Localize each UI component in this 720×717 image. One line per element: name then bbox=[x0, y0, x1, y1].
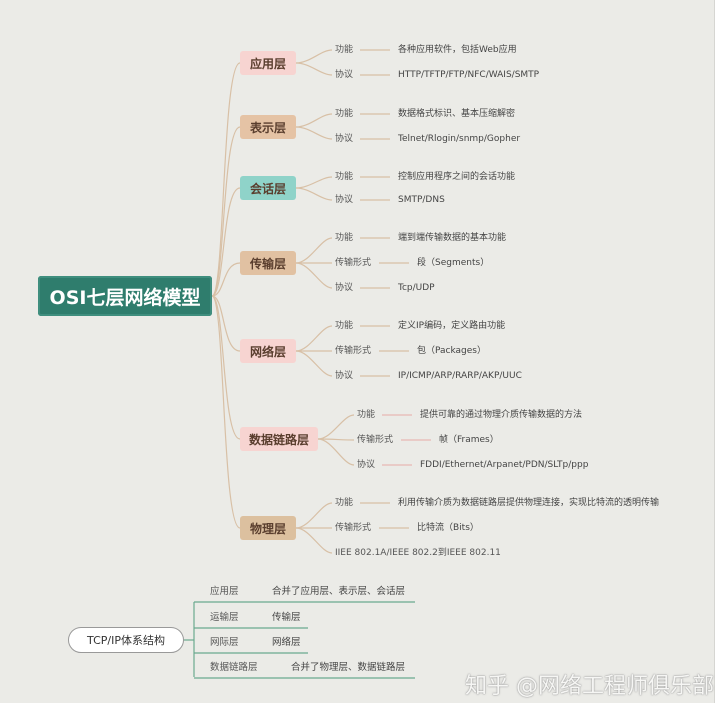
layer-to-item-line bbox=[295, 325, 333, 352]
item-label: 功能 bbox=[335, 498, 354, 508]
layer-node[interactable]: 会话层 bbox=[240, 176, 296, 200]
root-node-osi-model[interactable]: OSI七层网络模型 bbox=[38, 276, 212, 316]
layer-to-item-line bbox=[295, 350, 333, 377]
layer-to-item-line bbox=[317, 414, 355, 440]
item-label: 协议 bbox=[335, 134, 354, 144]
layer-to-item-line bbox=[295, 187, 333, 201]
item-label: 协议 bbox=[335, 70, 354, 80]
tcpip-item-label: 网际层 bbox=[210, 637, 239, 648]
tcpip-item-value: 合并了应用层、表示层、会话层 bbox=[272, 586, 406, 597]
item-value: 定义IP编码，定义路由功能 bbox=[398, 321, 506, 331]
root-to-layer-line bbox=[211, 295, 241, 440]
root-to-layer-line bbox=[211, 295, 241, 529]
layer-to-item-line bbox=[295, 502, 333, 529]
tcpip-node[interactable]: TCP/IP体系结构 bbox=[68, 627, 184, 653]
item-label: IIEE 802.1A/IEEE 802.2到IEEE 802.11 bbox=[335, 548, 501, 558]
layer-to-item-line bbox=[295, 262, 333, 289]
item-value: 帧（Frames） bbox=[439, 435, 499, 445]
tcpip-item-value: 网络层 bbox=[272, 637, 301, 648]
item-label: 协议 bbox=[335, 283, 354, 293]
root-to-layer-line bbox=[211, 187, 241, 297]
item-value: 包（Packages） bbox=[417, 346, 486, 356]
item-label: 功能 bbox=[335, 321, 354, 331]
item-label: 功能 bbox=[335, 45, 354, 55]
item-value: IP/ICMP/ARP/RARP/AKP/UUC bbox=[398, 371, 522, 381]
layer-to-item-line bbox=[295, 49, 333, 64]
layer-node[interactable]: 数据链路层 bbox=[240, 427, 318, 451]
root-to-layer-line bbox=[211, 62, 241, 297]
item-label: 传输形式 bbox=[335, 346, 372, 356]
item-label: 传输形式 bbox=[357, 435, 394, 445]
item-label: 功能 bbox=[357, 410, 376, 420]
layer-to-item-line bbox=[295, 62, 333, 76]
watermark: 知乎 @网络工程师俱乐部 bbox=[465, 674, 714, 699]
item-label: 协议 bbox=[335, 195, 354, 205]
item-label: 功能 bbox=[335, 172, 354, 182]
root-to-layer-line bbox=[211, 295, 241, 352]
item-label: 传输形式 bbox=[335, 258, 372, 268]
item-value: FDDI/Ethernet/Arpanet/PDN/SLTp/ppp bbox=[420, 460, 589, 470]
tcpip-item-value: 传输层 bbox=[272, 612, 301, 623]
item-value: HTTP/TFTP/FTP/NFC/WAIS/SMTP bbox=[398, 70, 540, 80]
layer-to-item-line bbox=[295, 126, 333, 140]
item-value: 端到端传输数据的基本功能 bbox=[398, 233, 507, 243]
root-to-layer-line bbox=[211, 126, 241, 297]
tcpip-item-label: 数据链路层 bbox=[210, 662, 258, 673]
item-label: 传输形式 bbox=[335, 523, 372, 533]
item-value: 比特流（Bits） bbox=[417, 523, 479, 533]
layer-to-item-line bbox=[317, 438, 355, 466]
layer-to-item-line bbox=[295, 527, 333, 554]
tcpip-item-label: 运输层 bbox=[210, 612, 239, 623]
tcpip-item-value: 合并了物理层、数据链路层 bbox=[291, 662, 406, 673]
layer-node[interactable]: 传输层 bbox=[240, 251, 296, 275]
layer-node[interactable]: 网络层 bbox=[240, 339, 296, 363]
layer-to-item-line bbox=[295, 237, 333, 264]
layer-to-item-line bbox=[295, 176, 333, 189]
layer-to-item-line bbox=[295, 113, 333, 128]
layer-node[interactable]: 应用层 bbox=[240, 51, 296, 75]
item-label: 功能 bbox=[335, 109, 354, 119]
root-to-layer-line bbox=[211, 262, 241, 297]
item-label: 协议 bbox=[335, 371, 354, 381]
item-label: 协议 bbox=[357, 460, 376, 470]
item-value: 数据格式标识、基本压缩解密 bbox=[398, 109, 516, 119]
item-label: 功能 bbox=[335, 233, 354, 243]
item-value: Tcp/UDP bbox=[398, 283, 435, 293]
item-value: 利用传输介质为数据链路层提供物理连接，实现比特流的透明传输 bbox=[398, 498, 660, 508]
layer-node[interactable]: 物理层 bbox=[240, 516, 296, 540]
item-value: 段（Segments） bbox=[417, 258, 490, 268]
tcpip-item-label: 应用层 bbox=[210, 586, 239, 597]
item-value: Telnet/Rlogin/snmp/Gopher bbox=[398, 134, 521, 144]
item-value: SMTP/DNS bbox=[398, 195, 445, 205]
item-value: 各种应用软件，包括Web应用 bbox=[398, 45, 517, 55]
item-value: 控制应用程序之间的会话功能 bbox=[398, 172, 516, 182]
layer-node[interactable]: 表示层 bbox=[240, 115, 296, 139]
item-value: 提供可靠的通过物理介质传输数据的方法 bbox=[420, 410, 583, 420]
